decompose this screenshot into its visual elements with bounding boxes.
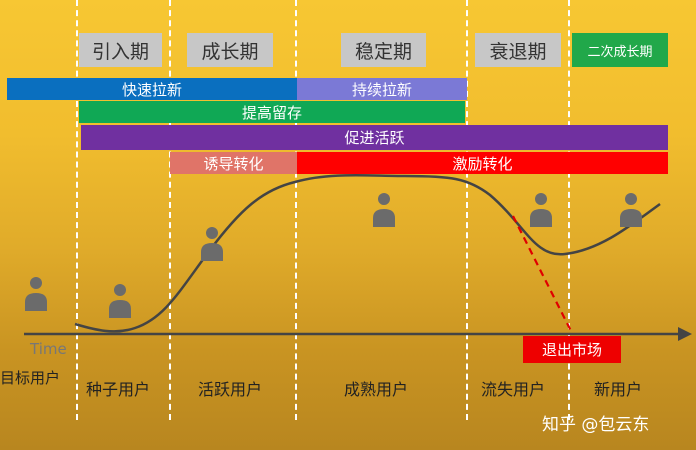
phase-divider [295,0,297,420]
bar-continuous-acquisition: 持续拉新 [297,78,467,100]
user-label-seed: 种子用户 [86,380,151,399]
user-label-target: 目标用户 [0,369,61,387]
user-label-mature: 成熟用户 [344,380,409,399]
phase-second-growth: 二次成长期 [572,33,668,67]
phase-divider [466,0,468,420]
person-icon [25,277,47,311]
bar-induce-conversion: 诱导转化 [170,152,297,174]
person-icon [109,284,131,318]
lifecycle-curve [74,173,661,333]
bar-incentive-conversion: 激励转化 [297,152,668,174]
phase-divider [568,0,570,420]
bar-improve-retention: 提高留存 [79,101,465,123]
phase-decline: 衰退期 [475,33,561,67]
bar-fast-acquisition: 快速拉新 [7,78,297,100]
person-icon [620,193,642,227]
decline-dashed-line [512,215,573,334]
user-label-active: 活跃用户 [198,380,263,399]
time-axis-label: Time [30,340,67,358]
person-icon [530,193,552,227]
phase-divider [169,0,171,420]
exit-market-box: 退出市场 [523,336,621,363]
phase-growth: 成长期 [187,33,273,67]
person-icon [201,227,223,261]
bar-promote-activity: 促进活跃 [81,125,668,150]
user-label-new: 新用户 [594,380,643,399]
phase-stable: 稳定期 [341,33,426,67]
user-label-churned: 流失用户 [481,380,546,399]
watermark: 知乎 @包云东 [542,415,650,435]
axis-arrow [678,327,692,341]
person-icon [373,193,395,227]
phase-divider [76,0,78,420]
phase-intro: 引入期 [79,33,162,67]
